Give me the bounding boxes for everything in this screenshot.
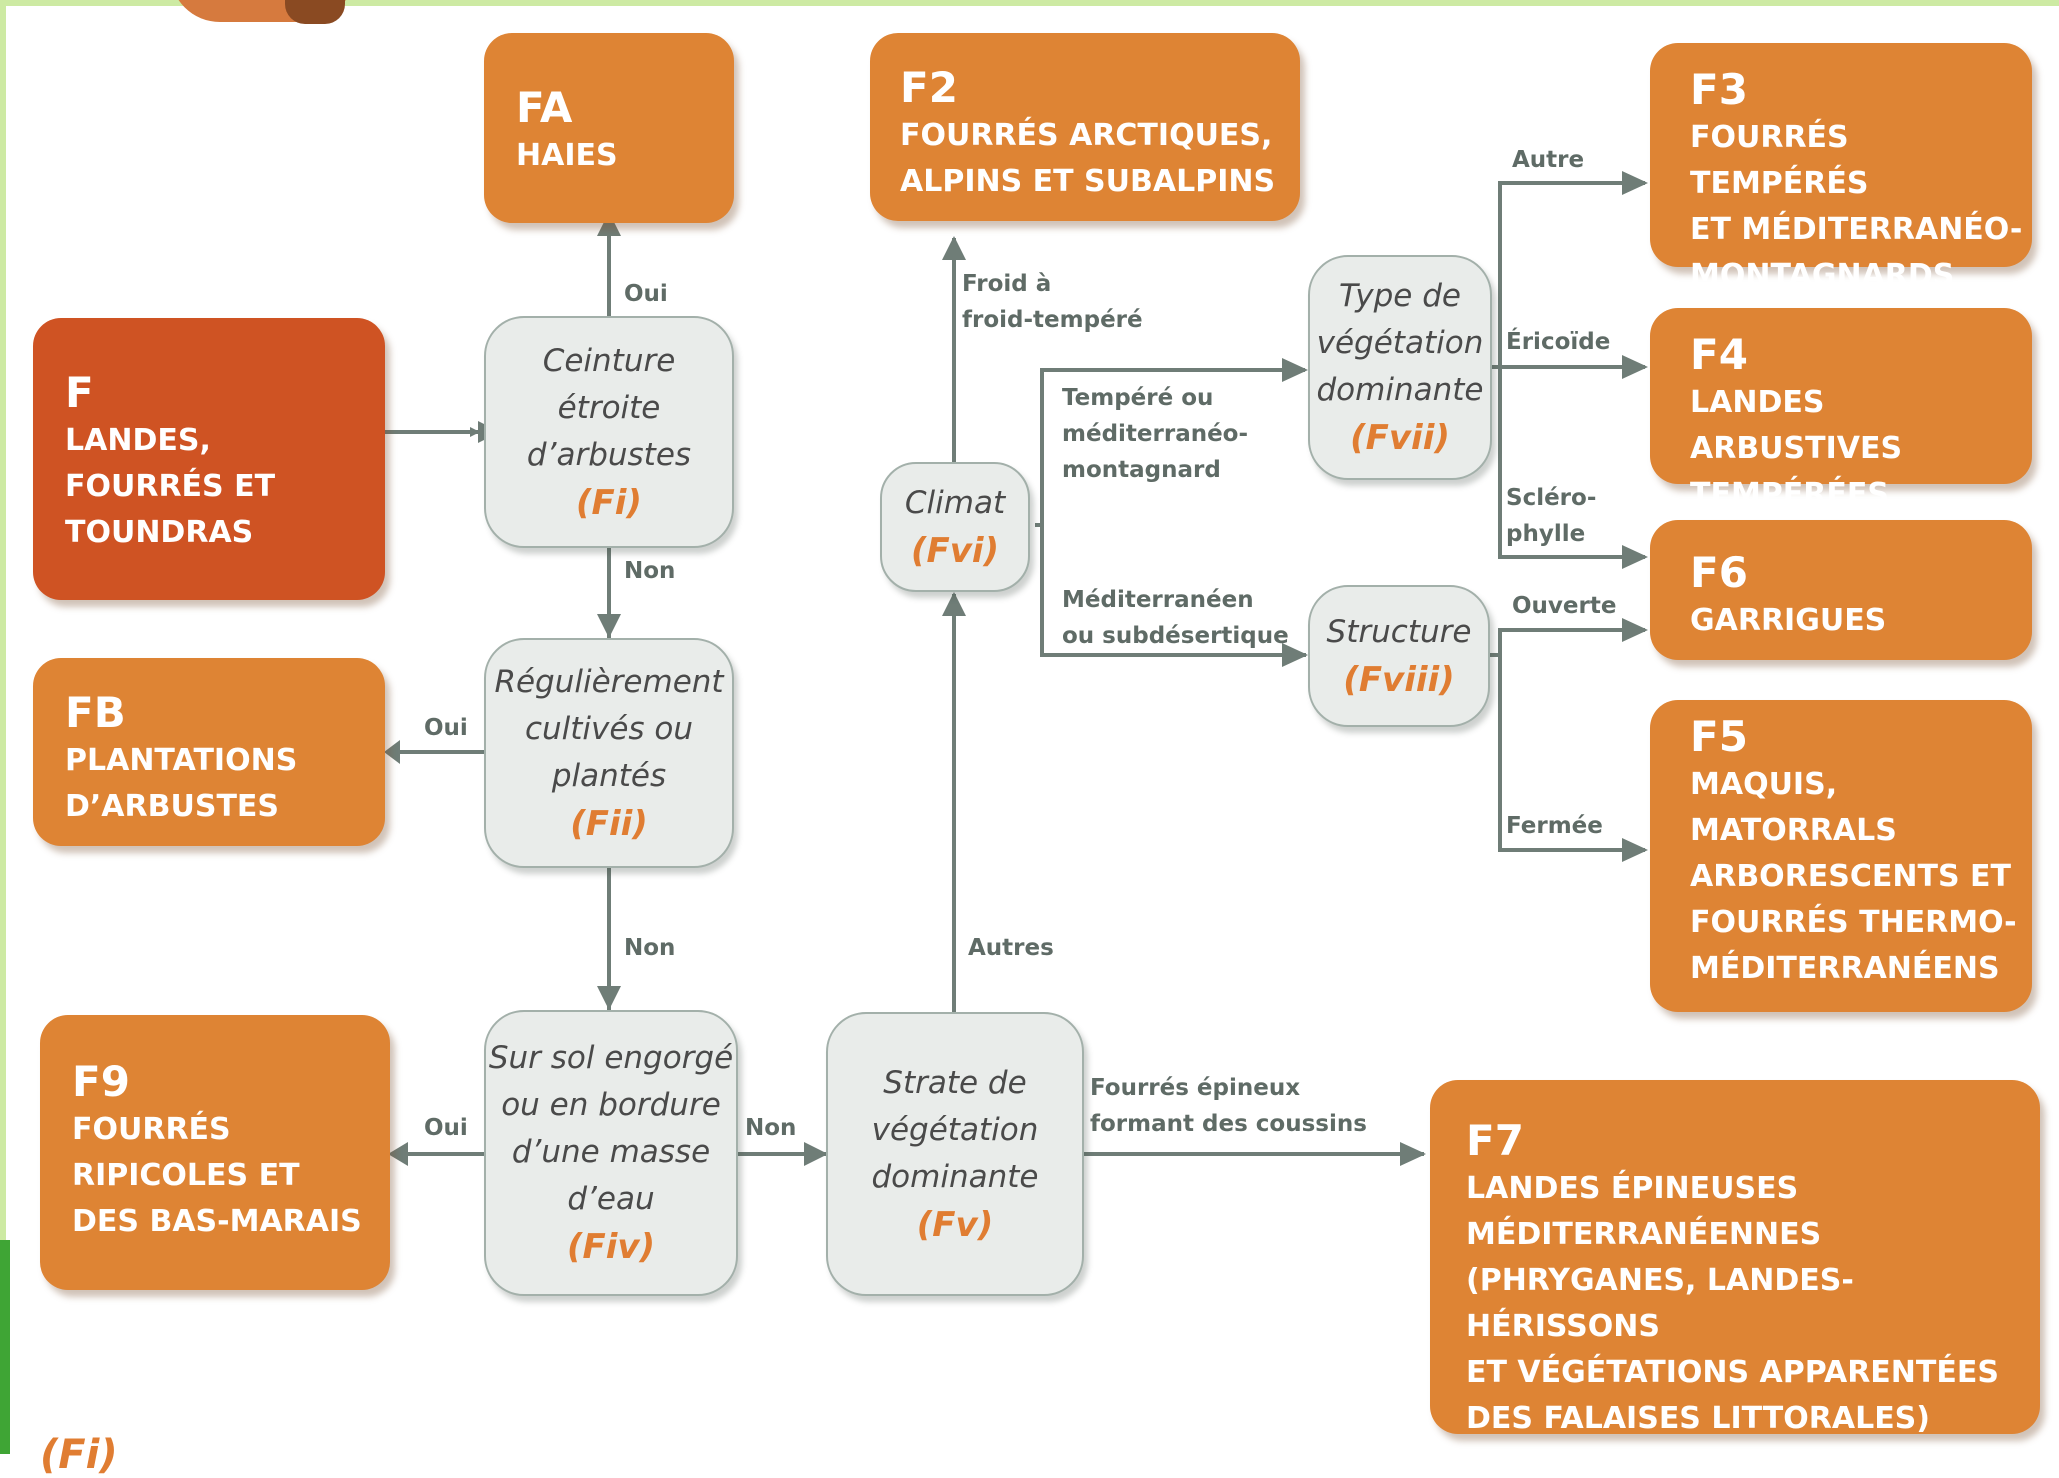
label-fi-non: Non <box>624 558 676 584</box>
node-ref: (Fv) <box>916 1204 994 1245</box>
label-fvi-froid: Froid à froid-tempéré <box>962 271 1143 333</box>
node-question: Type de végétation dominante <box>1316 278 1484 408</box>
label-fvii-ericoide: Éricoïde <box>1504 324 1613 360</box>
arrowhead-f5 <box>1622 838 1648 862</box>
box-f6: F6 GARRIGUES <box>1650 520 2032 660</box>
label-fvi-mediterraneen: Méditerranéen ou subdésertique <box>1062 587 1289 649</box>
box-title: FOURRÉS TEMPÉRÉS ET MÉDITERRANÉO- MONTAG… <box>1690 120 2023 293</box>
footer-ref-fragment: (Fi) <box>40 1432 118 1478</box>
arrowhead-fviii <box>1282 643 1308 667</box>
box-title: FOURRÉS RIPICOLES ET DES BAS-MARAIS <box>72 1112 362 1239</box>
box-code: F5 <box>1690 712 1748 761</box>
node-fii: Régulièrement cultivés ou plantés (Fii) <box>484 638 734 868</box>
arrowhead-f9 <box>388 1142 408 1166</box>
node-ref: (Fiv) <box>566 1227 656 1267</box>
box-code: F3 <box>1690 65 1748 114</box>
box-f: F LANDES, FOURRÉS ET TOUNDRAS <box>33 318 385 600</box>
node-question: Structure <box>1326 613 1472 650</box>
node-ref: (Fvi) <box>910 530 1000 571</box>
label-fvii-autre: Autre <box>1510 142 1587 178</box>
box-code: F2 <box>900 63 958 112</box>
arrowhead-fiv <box>597 986 621 1010</box>
box-f3: F3 FOURRÉS TEMPÉRÉS ET MÉDITERRANÉO- MON… <box>1650 43 2032 293</box>
arrowhead-fb <box>384 740 400 764</box>
box-f2: F2 FOURRÉS ARCTIQUES, ALPINS ET SUBALPIN… <box>870 33 1300 221</box>
node-question: Ceinture étroite d’arbustes <box>526 342 692 473</box>
box-fa: FA HAIES <box>484 33 734 223</box>
label-fiv-non: Non <box>745 1115 797 1141</box>
node-ref: (Fi) <box>576 482 642 523</box>
arrowhead-f4 <box>1622 355 1648 379</box>
box-code: F7 <box>1466 1116 1524 1165</box>
arrowhead-fii <box>597 614 621 638</box>
node-ref: (Fvii) <box>1350 418 1450 458</box>
arrow-fviii-to-f5 <box>1498 655 1645 852</box>
label-fii-non: Non <box>624 935 676 961</box>
arrowhead-f7 <box>1400 1142 1426 1166</box>
arrowhead-f6b <box>1622 618 1648 642</box>
label-fvii-sclerophylle: Scléro- phylle <box>1504 480 1599 552</box>
box-code: F4 <box>1690 330 1748 379</box>
box-f4: F4 LANDES ARBUSTIVES TEMPÉRÉES <box>1650 308 2032 512</box>
label-fviii-ouverte: Ouverte <box>1510 588 1619 624</box>
node-fv: Strate de végétation dominante (Fv) <box>826 1012 1084 1296</box>
arrowhead-fv <box>804 1142 828 1166</box>
node-ref: (Fviii) <box>1343 659 1455 700</box>
node-fviii: Structure (Fviii) <box>1308 585 1490 727</box>
box-title: GARRIGUES <box>1690 603 1887 638</box>
box-title: LANDES ARBUSTIVES TEMPÉRÉES <box>1690 385 1903 512</box>
label-fviii-fermee: Fermée <box>1504 808 1605 844</box>
node-question: Strate de végétation dominante <box>871 1064 1039 1195</box>
arrowhead-fa <box>597 212 621 236</box>
node-fvi: Climat (Fvi) <box>880 462 1030 592</box>
label-fi-oui: Oui <box>624 281 668 307</box>
arrowhead-f6a <box>1622 545 1648 569</box>
node-fi: Ceinture étroite d’arbustes (Fi) <box>484 316 734 548</box>
node-fvii: Type de végétation dominante (Fvii) <box>1308 255 1492 480</box>
arrowhead-f3 <box>1622 171 1648 195</box>
label-fv-epineux: Fourrés épineux formant des coussins <box>1090 1075 1367 1137</box>
box-code: F6 <box>1690 548 1748 597</box>
arrow-fvi-to-fviii <box>1040 525 1306 657</box>
arrowhead-f2 <box>942 236 966 260</box>
box-f7: F7 LANDES ÉPINEUSES MÉDITERRANÉENNES (PH… <box>1430 1080 2040 1436</box>
box-title: LANDES ÉPINEUSES MÉDITERRANÉENNES (PHRYG… <box>1466 1171 1999 1436</box>
green-side-tab <box>0 1240 10 1454</box>
arrow-fvi-to-fvii <box>1035 368 1305 527</box>
box-title: LANDES, FOURRÉS ET TOUNDRAS <box>65 423 276 550</box>
frame-top-border <box>0 0 2059 6</box>
frame-left-border <box>0 0 6 1454</box>
node-question: Régulièrement cultivés ou plantés <box>494 663 724 794</box>
label-fiv-oui: Oui <box>424 1115 468 1141</box>
node-question: Sur sol engorgé ou en bordure d’une mass… <box>488 1040 734 1217</box>
node-fiv: Sur sol engorgé ou en bordure d’une mass… <box>484 1010 738 1296</box>
box-title: PLANTATIONS D’ARBUSTES <box>65 743 298 824</box>
arrowhead-fvi <box>942 592 966 616</box>
box-code: FA <box>516 83 573 132</box>
box-f9: F9 FOURRÉS RIPICOLES ET DES BAS-MARAIS <box>40 1015 390 1290</box>
arrow-fviii-to-f6 <box>1490 628 1645 657</box>
box-code: FB <box>65 688 126 737</box>
box-f5: F5 MAQUIS, MATORRALS ARBORESCENTS ET FOU… <box>1650 700 2032 1012</box>
box-code: F <box>65 368 94 417</box>
arrowhead-fvii <box>1282 358 1308 382</box>
arrow-fvii-to-f6 <box>1498 367 1645 559</box>
box-fb: FB PLANTATIONS D’ARBUSTES <box>33 658 385 846</box>
label-fv-autres: Autres <box>968 935 1054 961</box>
box-title: HAIES <box>516 138 618 173</box>
box-title: MAQUIS, MATORRALS ARBORESCENTS ET FOURRÉ… <box>1690 767 2017 986</box>
node-ref: (Fii) <box>570 803 648 844</box>
hand-illustration-detail <box>285 0 345 24</box>
label-fvi-tempere: Tempéré ou méditerranéo- montagnard <box>1062 385 1249 483</box>
box-title: FOURRÉS ARCTIQUES, ALPINS ET SUBALPINS <box>900 118 1276 199</box>
label-fii-oui: Oui <box>424 715 468 741</box>
box-code: F9 <box>72 1057 130 1106</box>
node-question: Climat <box>904 484 1006 521</box>
